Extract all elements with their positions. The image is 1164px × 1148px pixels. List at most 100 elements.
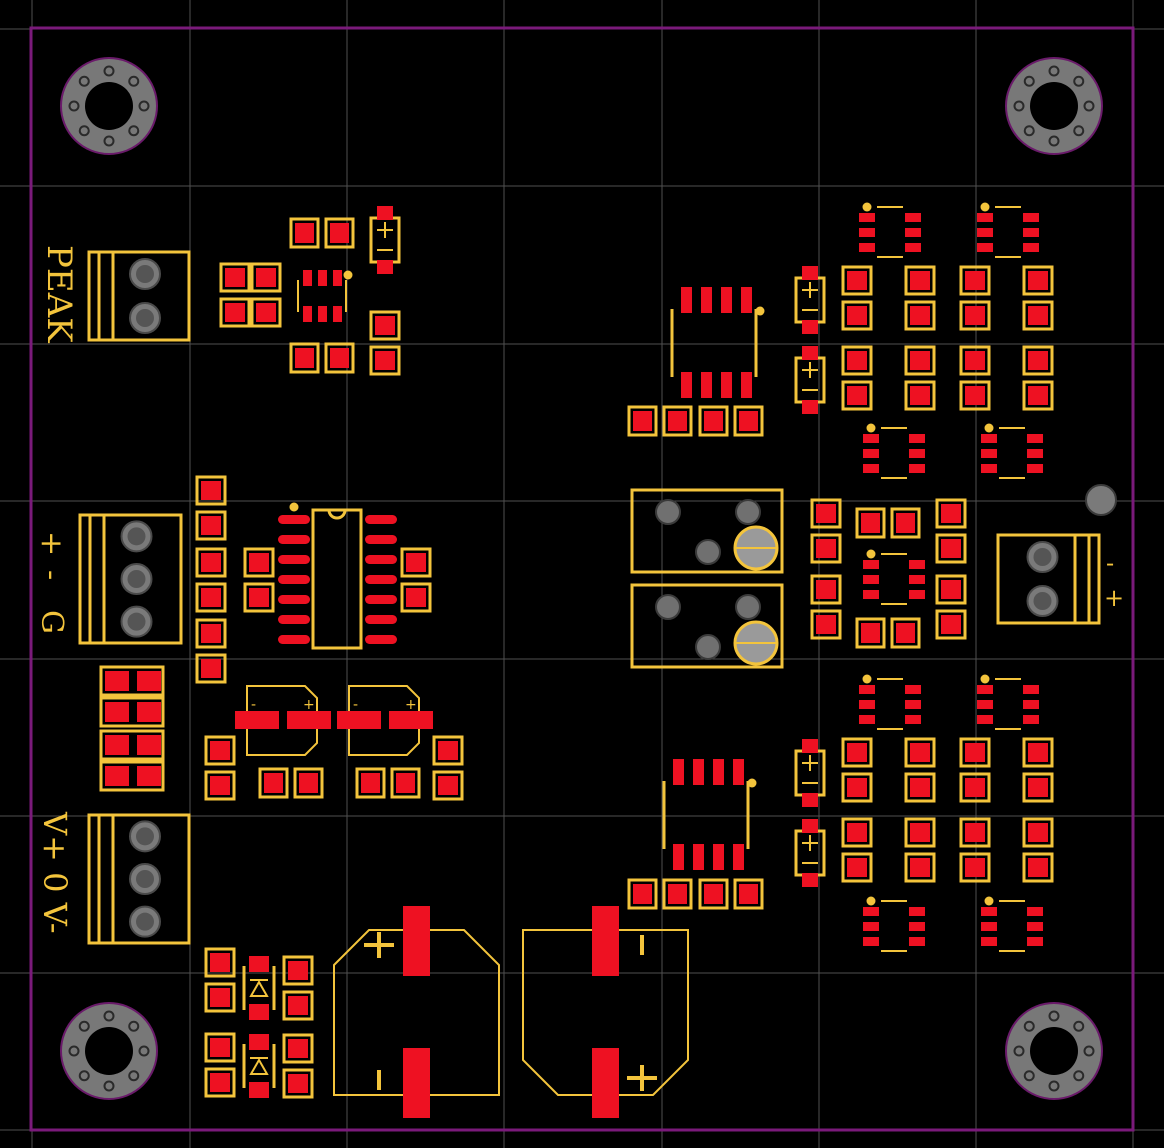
resistor[interactable] xyxy=(810,498,842,564)
resistor-array[interactable] xyxy=(99,665,165,697)
ic-soic8[interactable] xyxy=(981,423,1043,479)
ic-soic8[interactable] xyxy=(863,896,925,952)
pad xyxy=(981,449,997,458)
resistor[interactable] xyxy=(250,262,282,328)
ic-dip14[interactable] xyxy=(278,502,397,650)
ic-soic8[interactable] xyxy=(863,549,925,605)
resistor[interactable] xyxy=(841,737,873,803)
ic-soic8[interactable] xyxy=(977,202,1039,258)
ic-soic8[interactable] xyxy=(859,674,921,730)
resistor[interactable] xyxy=(1022,817,1054,883)
resistor-array[interactable] xyxy=(99,696,165,728)
resistor[interactable] xyxy=(627,405,693,437)
resistor[interactable] xyxy=(1022,345,1054,411)
silk-outline xyxy=(204,735,236,766)
electrolytic-capacitor[interactable] xyxy=(333,906,500,1118)
resistor[interactable] xyxy=(204,947,236,1013)
tantalum-capacitor[interactable] xyxy=(794,266,826,334)
pin1-dot xyxy=(862,202,872,212)
resistor[interactable] xyxy=(904,265,936,331)
pad xyxy=(909,464,925,473)
resistor[interactable] xyxy=(698,878,764,910)
diode[interactable] xyxy=(242,956,276,1020)
resistor[interactable] xyxy=(855,617,921,649)
pad xyxy=(249,588,269,607)
resistor[interactable] xyxy=(904,817,936,883)
pad xyxy=(816,615,836,634)
resistor[interactable] xyxy=(204,1032,236,1098)
ic-sot[interactable] xyxy=(297,270,353,322)
voltage-regulator[interactable]: -+ xyxy=(337,685,433,756)
resistor[interactable] xyxy=(1022,265,1054,331)
pad xyxy=(264,773,283,793)
via xyxy=(128,1070,140,1082)
resistor[interactable] xyxy=(355,767,421,799)
resistor[interactable] xyxy=(959,737,991,803)
terminal-block[interactable] xyxy=(87,813,191,945)
resistor[interactable] xyxy=(904,345,936,411)
resistor[interactable] xyxy=(243,547,275,613)
resistor[interactable] xyxy=(432,735,464,801)
resistor[interactable] xyxy=(855,507,921,539)
resistor[interactable] xyxy=(195,547,227,613)
board-outline[interactable] xyxy=(29,26,1135,1132)
ic-soic8[interactable] xyxy=(981,896,1043,952)
resistor[interactable] xyxy=(289,342,355,374)
resistor[interactable] xyxy=(204,735,236,801)
resistor[interactable] xyxy=(841,345,873,411)
resistor[interactable] xyxy=(904,737,936,803)
resistor[interactable] xyxy=(959,345,991,411)
terminal-block[interactable] xyxy=(996,533,1101,625)
components-layer[interactable]: -+-+ xyxy=(78,202,1117,1119)
pad xyxy=(802,400,818,414)
resistor[interactable] xyxy=(400,547,432,613)
ic-soic8[interactable] xyxy=(859,202,921,258)
resistor-array[interactable] xyxy=(99,760,165,792)
resistor[interactable] xyxy=(195,618,227,684)
voltage-regulator[interactable]: -+ xyxy=(235,685,331,756)
ic-opamp-soic8[interactable] xyxy=(670,287,765,398)
terminal-block[interactable] xyxy=(78,513,183,645)
pad xyxy=(295,348,314,368)
resistor[interactable] xyxy=(935,498,967,564)
resistor[interactable] xyxy=(959,265,991,331)
tantalum-capacitor[interactable] xyxy=(794,739,826,807)
silk-outline xyxy=(369,310,401,341)
resistor-array[interactable] xyxy=(99,729,165,761)
pad xyxy=(981,434,997,443)
trimmer-potentiometer[interactable] xyxy=(630,488,784,574)
silk-outline xyxy=(355,767,386,799)
resistor[interactable] xyxy=(289,217,355,249)
resistor[interactable] xyxy=(258,767,324,799)
tantalum-capacitor[interactable] xyxy=(369,206,401,274)
electrolytic-capacitor[interactable] xyxy=(522,906,689,1118)
resistor[interactable] xyxy=(698,405,764,437)
resistor[interactable] xyxy=(195,475,227,541)
tantalum-capacitor[interactable] xyxy=(794,346,826,414)
resistor[interactable] xyxy=(219,262,251,328)
ic-opamp-soic8[interactable] xyxy=(662,759,757,870)
resistor[interactable] xyxy=(810,574,842,640)
pad xyxy=(210,1073,230,1092)
diode[interactable] xyxy=(242,1034,276,1098)
resistor[interactable] xyxy=(841,817,873,883)
pad xyxy=(1028,823,1048,842)
ic-soic8[interactable] xyxy=(977,674,1039,730)
ic-soic8[interactable] xyxy=(863,423,925,479)
tantalum-capacitor[interactable] xyxy=(794,819,826,887)
resistor[interactable] xyxy=(935,574,967,640)
trimmer-potentiometer[interactable] xyxy=(630,583,784,669)
pin1-dot xyxy=(866,423,876,433)
pin-hole xyxy=(735,594,761,620)
resistor[interactable] xyxy=(282,955,314,1021)
pin-hole xyxy=(735,499,761,525)
resistor[interactable] xyxy=(1022,737,1054,803)
resistor[interactable] xyxy=(627,878,693,910)
resistor[interactable] xyxy=(282,1033,314,1099)
silk-outline xyxy=(243,582,275,613)
resistor[interactable] xyxy=(369,310,401,376)
resistor[interactable] xyxy=(959,817,991,883)
terminal-block[interactable] xyxy=(87,250,191,342)
resistor[interactable] xyxy=(841,265,873,331)
